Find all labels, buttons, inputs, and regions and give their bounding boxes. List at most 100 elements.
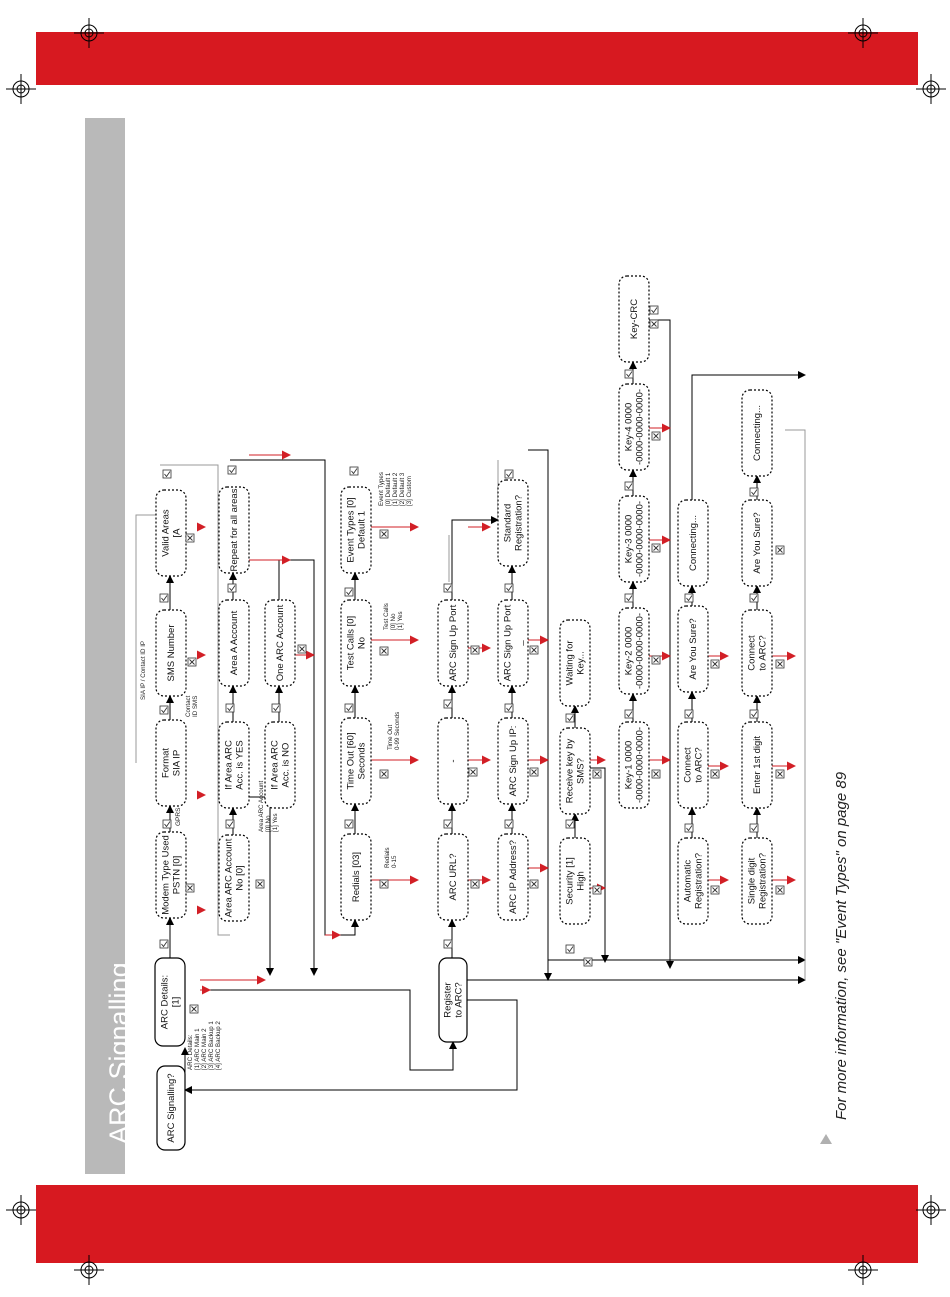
node-label-line: Event Types [0]: [346, 497, 357, 562]
node-box: [559, 619, 591, 707]
node-box: [741, 389, 773, 477]
node-box: [437, 833, 469, 921]
node-key-crc: Key-CRC: [618, 275, 650, 363]
cross-icon: [468, 767, 478, 777]
node-label-line: Redials [03]: [351, 852, 362, 902]
check-icon: [504, 703, 514, 713]
node-arc-ip-address: ARC IP Address?: [497, 833, 529, 921]
node-arc-signalling: ARC Signalling?: [156, 1065, 186, 1151]
node-label: Repeat for all areas: [229, 488, 240, 571]
node-test-calls: Test Calls [0]No: [340, 599, 372, 687]
node-automatic-registration: AutomaticRegistration?: [677, 837, 709, 925]
node-label-line: Format: [161, 748, 172, 778]
flow-arrow: [691, 371, 806, 500]
connector-line: [160, 464, 230, 936]
check-icon: [225, 819, 235, 829]
note-line: [2] Default 3: [399, 472, 406, 506]
node-valid-areas: Valid Areas[A: [155, 489, 187, 577]
node-box: [264, 721, 296, 809]
note-line: [1] Default 2: [392, 472, 399, 506]
node-label: Connecting...: [688, 515, 699, 571]
node-label-line: Test Calls [0]: [346, 616, 357, 670]
node-enter-1st-digit: Enter 1st digit: [741, 721, 773, 809]
node-area-arc-account: Area ARC AccountNo [0]: [218, 834, 250, 922]
node-label-line: Connect: [683, 747, 694, 783]
node-label: ARC Sign Up IP:: [508, 726, 519, 797]
node-label-line: Time Out [60]: [346, 732, 357, 789]
node-label-line: Registration?: [694, 853, 705, 909]
check-icon: [271, 703, 281, 713]
node-label-line: -0000-0000-0000-: [635, 389, 646, 465]
node-box: [156, 1065, 186, 1151]
node-label-line: No: [357, 637, 368, 649]
node-box: [497, 833, 529, 921]
node-label: One ARC Account: [275, 604, 286, 681]
node-format: FormatSIA IP: [155, 719, 187, 807]
node-label: Are You Sure?: [688, 618, 699, 679]
cross-icon: [470, 645, 480, 655]
node-label: Valid Areas[A: [161, 509, 183, 557]
node-label-line: Registration?: [758, 853, 769, 909]
node-label: Registerto ARC?: [443, 982, 465, 1017]
node-box: [340, 486, 372, 574]
node-label-line: Single digit: [747, 857, 758, 904]
node-sms-number: SMS Number: [155, 609, 187, 697]
node-label: Security [1]High: [565, 857, 587, 905]
check-icon: [649, 305, 659, 315]
node-box: [677, 499, 709, 587]
registration-mark-icon: [74, 18, 104, 48]
cross-icon: [255, 879, 265, 889]
node-arc-sign-up-ip: ARC Sign Up IP:: [497, 717, 529, 805]
node-time-out: Time Out [60]Seconds: [340, 717, 372, 805]
node-box: [155, 609, 187, 697]
node-box: [618, 275, 650, 363]
node-label: Receive key bySMS?: [565, 739, 587, 804]
node-box: [218, 486, 250, 574]
cross-icon: [187, 657, 197, 667]
node-label-line: Enter 1st digit: [752, 736, 763, 794]
flow-arrow: [451, 516, 499, 600]
flow-arrow: [528, 449, 552, 981]
registration-mark-icon: [6, 1195, 36, 1225]
node-label: If Area ARCAcc. is NO: [270, 740, 292, 790]
check-icon: [344, 703, 354, 713]
node-box: [218, 721, 250, 809]
note-line: [0] No: [390, 613, 397, 630]
node-box: [559, 727, 591, 815]
node-label: Key-2 0000-0000-0000-0000-: [624, 613, 646, 689]
node-label: If Area ARCAcc. is YES: [224, 740, 246, 790]
cross-icon: [651, 431, 661, 441]
check-icon: [749, 709, 759, 719]
note-line: [1] ARC Main 1: [194, 1028, 201, 1070]
check-icon: [162, 469, 172, 479]
check-icon: [159, 705, 169, 715]
note-line: Contact: [185, 695, 192, 717]
node-label-line: ARC Sign Up IP:: [508, 726, 519, 797]
node-modem-type: Modem Type UsedPSTN [0]: [155, 831, 187, 919]
node-label-line: ARC IP Address?: [508, 840, 519, 914]
node-label-line: SMS?: [576, 758, 587, 784]
check-icon: [624, 369, 634, 379]
node-label: Redials [03]: [351, 852, 362, 902]
check-icon: [504, 469, 514, 479]
node-key-3: Key-3 0000-0000-0000-0000-: [618, 495, 650, 583]
cross-icon: [649, 319, 659, 329]
node-label-line: Security [1]: [565, 857, 576, 905]
note-line: [3] Custom: [406, 476, 413, 506]
node-register-arc: Registerto ARC?: [438, 957, 468, 1043]
note-line: [0] Default 1: [385, 472, 392, 506]
node-redials: Redials [03]: [340, 833, 372, 921]
node-label-line: Acc. is NO: [281, 743, 292, 788]
cross-icon: [529, 879, 539, 889]
check-icon: [443, 583, 453, 593]
flow-arrow: [200, 989, 457, 1071]
node-if-area-no: If Area ARCAcc. is NO: [264, 721, 296, 809]
node-are-you-sure-2: Are You Sure?: [741, 499, 773, 587]
node-box: [437, 599, 469, 687]
node-box: [618, 383, 650, 471]
node-label-line: Connect: [747, 635, 758, 671]
check-icon: [684, 593, 694, 603]
node-box: [741, 837, 773, 925]
node-label: Event Types [0]Default 1: [346, 497, 368, 562]
node-label-line: If Area ARC: [270, 740, 281, 790]
